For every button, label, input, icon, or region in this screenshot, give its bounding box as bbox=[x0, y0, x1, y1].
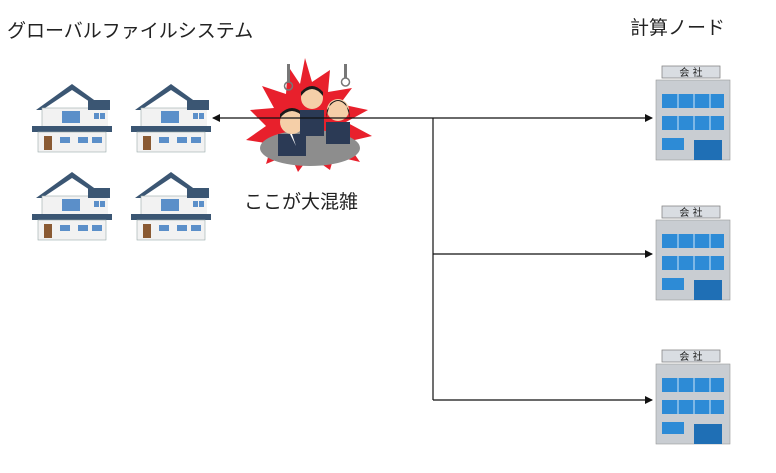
house-icon bbox=[31, 83, 113, 153]
office-building-icon bbox=[655, 205, 731, 301]
house-icon bbox=[130, 83, 212, 153]
connectors bbox=[212, 114, 653, 404]
office-sign-label: 会 社 bbox=[679, 66, 702, 79]
office-building-icon bbox=[655, 349, 731, 445]
office-sign-label: 会 社 bbox=[679, 350, 702, 363]
house-icon bbox=[31, 171, 113, 241]
office-building-icon bbox=[655, 65, 731, 161]
office-sign-label: 会 社 bbox=[679, 206, 702, 219]
congestion-label: ここが大混雑 bbox=[244, 191, 359, 213]
compute-nodes-label: 計算ノード bbox=[630, 17, 726, 39]
house-icon bbox=[130, 171, 212, 241]
global-filesystem-label: グローバルファイルシステム bbox=[7, 20, 254, 42]
office-sign: 会 社 会 社 会 社 bbox=[679, 66, 702, 363]
crowded-people-icon bbox=[246, 58, 372, 172]
